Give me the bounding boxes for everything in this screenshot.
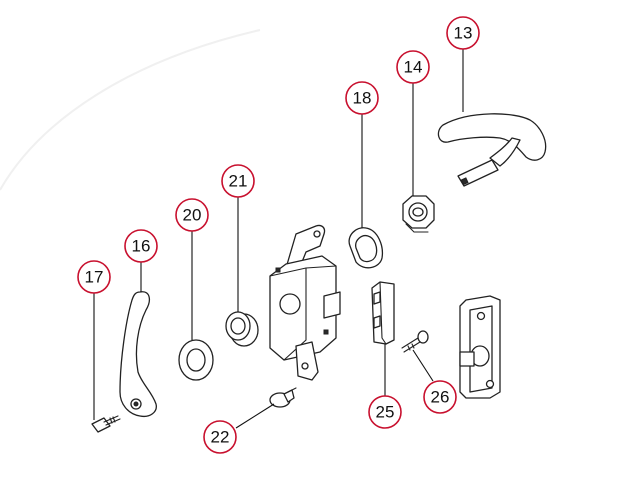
part-14-nut: [402, 195, 435, 233]
leader-26: [412, 349, 434, 382]
part-25-latch: [371, 281, 395, 345]
callout-26-label: 26: [431, 388, 450, 407]
part-21-bushing: [225, 311, 259, 347]
callout-20: 20: [175, 198, 209, 232]
leader-22: [235, 403, 275, 429]
callout-22-label: 22: [211, 428, 230, 447]
callout-26: 26: [423, 380, 457, 414]
background-sweep: [0, 29, 261, 191]
callout-14: 14: [396, 50, 430, 84]
callout-25-label: 25: [376, 403, 395, 422]
part-13-lever-handle: [437, 113, 547, 187]
callout-18-label: 18: [353, 89, 372, 108]
callout-25: 25: [368, 395, 402, 429]
escutcheon-plate: [459, 295, 501, 399]
callout-18: 18: [345, 81, 379, 115]
part-22-thumb-screw: [269, 387, 297, 408]
callout-21: 21: [221, 164, 255, 198]
part-18-gasket: [348, 227, 384, 269]
part-20-washer: [178, 339, 214, 381]
callout-13: 13: [446, 16, 480, 50]
callout-21-label: 21: [229, 172, 248, 191]
callout-17: 17: [77, 260, 111, 294]
callout-13-label: 13: [454, 24, 473, 43]
leader-lines: [93, 48, 464, 429]
lock-body-assembly: [269, 224, 341, 381]
part-26-screw: [401, 330, 429, 353]
part-16-handle: [119, 291, 157, 418]
callout-16: 16: [124, 229, 158, 263]
callout-22: 22: [203, 420, 237, 454]
callout-14-label: 14: [404, 58, 423, 77]
callout-20-label: 20: [183, 206, 202, 225]
callout-16-label: 16: [132, 237, 151, 256]
part-17-screw: [91, 415, 121, 433]
callout-17-label: 17: [85, 268, 104, 287]
